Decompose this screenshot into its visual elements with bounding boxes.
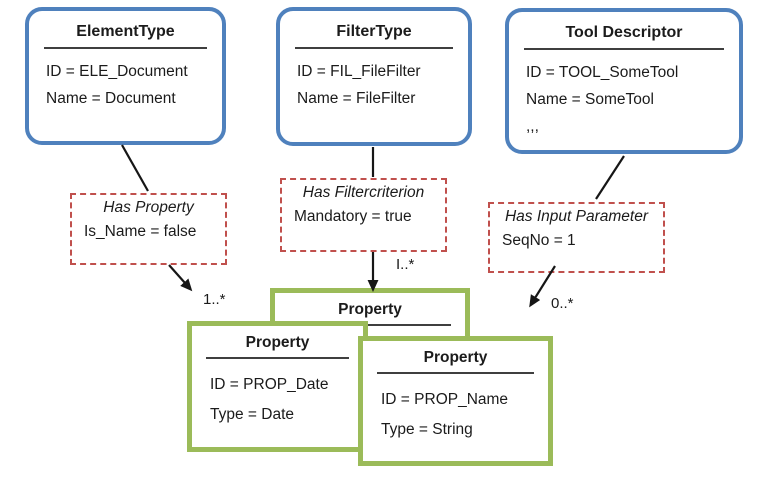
attribute-line: ID = PROP_Date xyxy=(210,376,329,393)
property-title: Property xyxy=(423,349,488,366)
entity-title: FilterType xyxy=(336,23,412,40)
multiplicity-label: 0..* xyxy=(551,295,574,312)
attribute-line: ,,, xyxy=(526,118,539,135)
attribute-line: Name = SomeTool xyxy=(526,91,654,108)
entity-title: ElementType xyxy=(76,23,175,40)
attribute-line: Name = FileFilter xyxy=(297,90,416,107)
title-underline xyxy=(524,48,724,50)
arrow-hasproperty-property xyxy=(168,264,193,292)
title-underline xyxy=(377,372,534,374)
relation-has-property: Has Property Is_Name = false xyxy=(70,193,227,265)
property-box-date: Property ID = PROP_Date Type = Date xyxy=(187,321,368,452)
entity-elementtype: ElementType ID = ELE_Document Name = Doc… xyxy=(25,7,226,145)
connector-tooldescriptor-hasinputparameter xyxy=(595,155,625,200)
title-underline xyxy=(289,324,451,326)
property-title: Property xyxy=(245,334,310,351)
attribute-line: ID = FIL_FileFilter xyxy=(297,63,421,80)
title-underline xyxy=(206,357,349,359)
relation-has-input-parameter: Has Input Parameter SeqNo = 1 xyxy=(488,202,665,273)
relation-attribute: Is_Name = false xyxy=(84,223,197,240)
title-underline xyxy=(295,47,453,49)
property-title: Property xyxy=(338,301,402,318)
entity-filtertype: FilterType ID = FIL_FileFilter Name = Fi… xyxy=(276,7,472,146)
relation-attribute: Mandatory = true xyxy=(294,208,412,225)
connector-elementtype-hasproperty xyxy=(121,144,149,192)
entity-attributes: ID = FIL_FileFilter Name = FileFilter xyxy=(280,49,468,112)
relation-attribute: SeqNo = 1 xyxy=(502,232,576,249)
property-attributes: ID = PROP_Name Type = String xyxy=(363,374,548,445)
relation-title: Has Input Parameter xyxy=(504,208,648,225)
relation-title: Has Property xyxy=(103,199,194,216)
attribute-line: Type = Date xyxy=(210,406,295,423)
entity-attributes: ID = ELE_Document Name = Document xyxy=(29,49,222,112)
attribute-line: ID = ELE_Document xyxy=(46,63,188,80)
entity-title: Tool Descriptor xyxy=(565,24,683,41)
relation-has-filtercriterion: Has Filtercriterion Mandatory = true xyxy=(280,178,447,252)
attribute-line: Name = Document xyxy=(46,90,176,107)
attribute-line: ID = TOOL_SomeTool xyxy=(526,64,679,81)
entity-attributes: ID = TOOL_SomeTool Name = SomeTool ,,, xyxy=(509,50,739,140)
multiplicity-label: I..* xyxy=(396,256,415,273)
title-underline xyxy=(44,47,207,49)
relation-title: Has Filtercriterion xyxy=(302,184,425,201)
property-attributes: ID = PROP_Date Type = Date xyxy=(192,359,363,430)
multiplicity-label: 1..* xyxy=(203,291,226,308)
attribute-line: Type = String xyxy=(381,421,473,438)
attribute-line: ID = PROP_Name xyxy=(381,391,509,408)
property-box-name: Property ID = PROP_Name Type = String xyxy=(358,336,553,466)
entity-tool-descriptor: Tool Descriptor ID = TOOL_SomeTool Name … xyxy=(505,8,743,154)
